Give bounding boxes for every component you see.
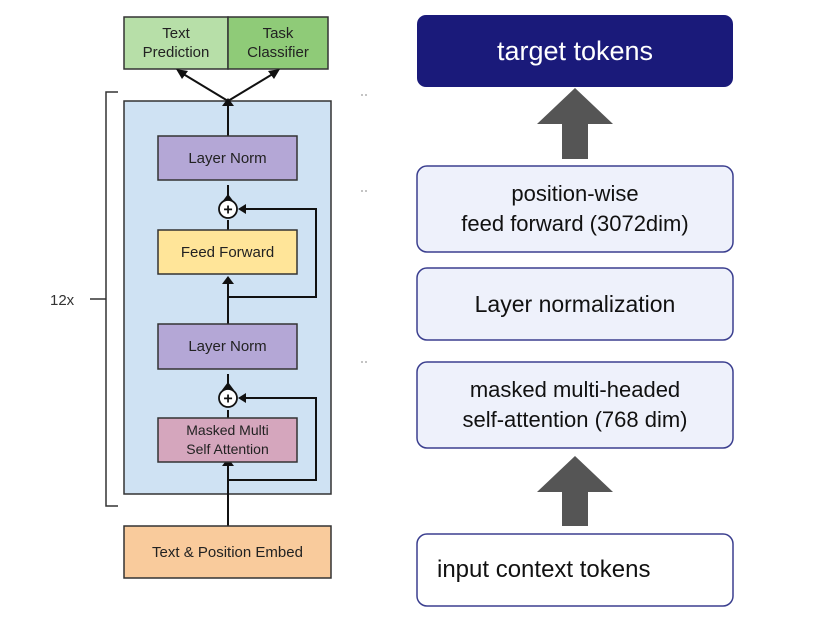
input-tokens-card xyxy=(416,533,734,607)
residual-arrowhead-top xyxy=(238,204,246,214)
attention-card xyxy=(416,361,734,449)
repeat-label: 12x xyxy=(50,292,75,309)
layer-norm-top-box xyxy=(157,135,298,181)
task-classifier-box xyxy=(227,16,329,70)
task-classifier-label: Task Classifier xyxy=(247,25,309,61)
add-circle-top xyxy=(218,199,238,219)
layer-norm-bottom-label: Layer Norm xyxy=(188,338,267,355)
layer-norm-top-label: Layer Norm xyxy=(188,149,267,167)
embed-box xyxy=(123,525,332,579)
input-tokens-card-label: input context tokens xyxy=(437,556,651,583)
big-arrow-bottom xyxy=(537,456,613,526)
text-prediction-label: Text Prediction xyxy=(142,25,210,61)
target-tokens-label: target tokens xyxy=(496,35,654,66)
arrowhead-right xyxy=(268,69,280,79)
add-circle-bottom xyxy=(218,388,238,408)
attention-card-label: masked multi-headed self-attention (768 … xyxy=(462,377,688,432)
feed-forward-card-label: position-wise feed forward (3072dim) xyxy=(461,181,689,236)
output-arrows xyxy=(179,71,277,102)
layer-norm-bottom-box xyxy=(157,323,298,370)
masked-attention-label: Masked Multi Self Attention xyxy=(186,422,269,457)
feed-forward-box xyxy=(157,229,298,275)
layer-norm-card xyxy=(416,267,734,341)
add-symbol-top: + xyxy=(223,202,232,219)
feed-forward-label: Feed Forward xyxy=(180,243,275,261)
repeat-bracket xyxy=(90,91,118,507)
residual-arrowhead-bottom xyxy=(238,393,246,403)
arrowhead-left xyxy=(176,69,188,79)
masked-attention-box xyxy=(157,417,298,463)
big-arrow-top xyxy=(537,88,613,159)
embed-label: Text & Position Embed xyxy=(152,543,303,561)
decorative-dots xyxy=(361,94,367,363)
text-prediction-box xyxy=(123,16,229,70)
target-tokens-box xyxy=(417,15,733,87)
feed-forward-card xyxy=(416,165,734,253)
add-symbol-bottom: + xyxy=(223,391,232,408)
residual-lines xyxy=(228,208,317,481)
layer-norm-card-label: Layer normalization xyxy=(474,290,676,317)
